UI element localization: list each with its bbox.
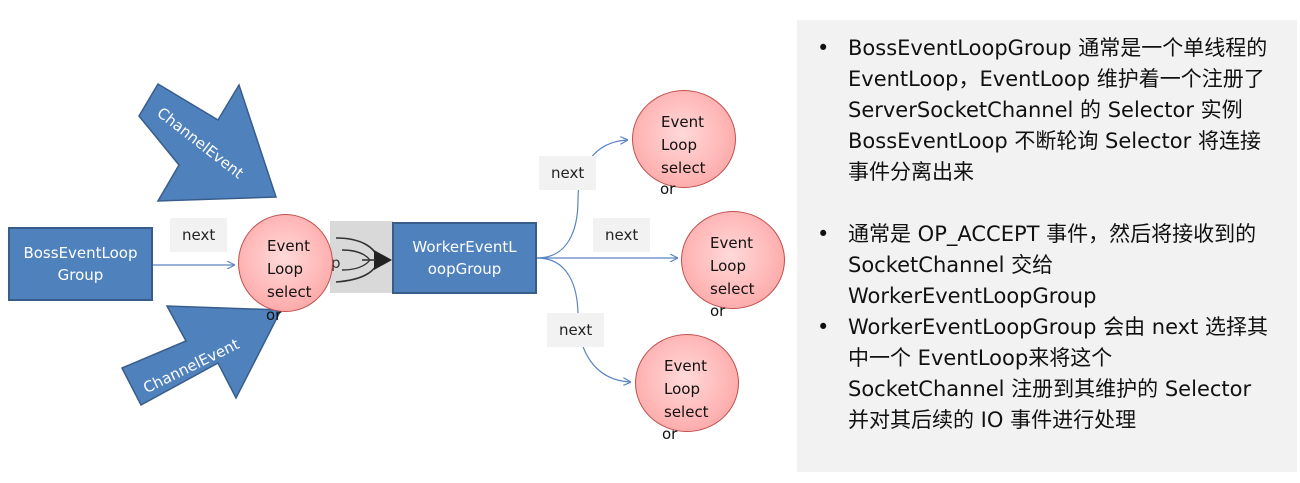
next-label-main: next: [170, 218, 228, 252]
worker-event-loop-circle-top: Event Loop select: [632, 90, 736, 188]
description-panel: BossEventLoopGroup 通常是一个单线程的 EventLoop，E…: [797, 20, 1297, 472]
boss-box-line1: BossEventLoop: [23, 244, 138, 262]
branch-line-top: [536, 140, 627, 259]
worker-event-loop-group-box: WorkerEventL oopGroup: [392, 222, 537, 294]
boss-event-loop-circle: Event Loop select: [238, 214, 333, 312]
next-label-top: next: [539, 156, 597, 190]
chevron-icon: [335, 237, 392, 283]
worker-event-loop-or-middle: or: [710, 302, 726, 320]
description-item-3: WorkerEventLoopGroup 会由 next 选择其中一个 Even…: [817, 312, 1269, 436]
worker-event-loop-circle-bottom: Event Loop select: [635, 334, 739, 432]
worker-event-loop-label-middle: Event Loop select: [710, 234, 755, 298]
channel-event-arrow-bottom: [120, 305, 283, 407]
worker-box-line2: oopGroup: [427, 260, 502, 278]
description-list: BossEventLoopGroup 通常是一个单线程的 EventLoop，E…: [817, 33, 1269, 436]
description-item-1: BossEventLoopGroup 通常是一个单线程的 EventLoop，E…: [817, 33, 1269, 188]
next-label-bottom: next: [547, 313, 605, 347]
worker-event-loop-or-top: or: [660, 180, 676, 198]
worker-event-loop-label-bottom: Event Loop select: [664, 357, 709, 421]
boss-event-loop-group-box: BossEventLoop Group: [8, 227, 153, 301]
channel-event-arrow-top: [138, 82, 278, 202]
boss-event-loop-label: Event Loop select: [267, 237, 312, 301]
boss-event-loop-or: or: [266, 306, 282, 324]
boss-box-line2: Group: [57, 266, 104, 284]
worker-event-loop-or-bottom: or: [662, 425, 678, 443]
description-item-2: 通常是 OP_ACCEPT 事件，然后将接收到的 SocketChannel 交…: [817, 219, 1269, 312]
worker-event-loop-circle-middle: Event Loop select: [681, 211, 785, 309]
next-label-middle: next: [593, 218, 651, 252]
worker-event-loop-label-top: Event Loop select: [661, 113, 706, 177]
chevron-letter: p: [331, 254, 341, 272]
worker-box-line1: WorkerEventL: [412, 238, 517, 256]
